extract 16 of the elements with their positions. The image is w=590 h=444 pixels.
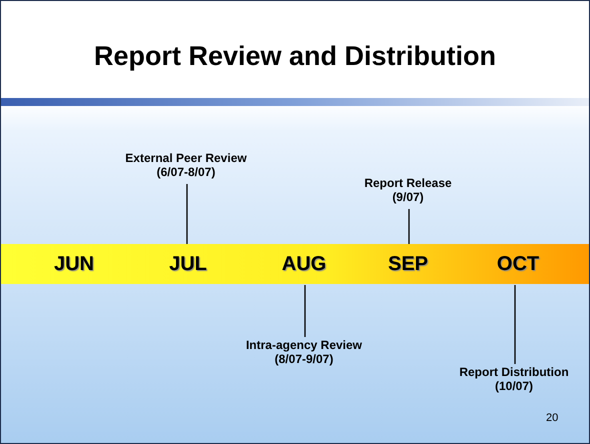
event-label: External Peer Review (6/07-8/07) <box>116 151 256 179</box>
event-label: Intra-agency Review (8/07-9/07) <box>239 338 369 366</box>
month-label: AUG <box>282 253 326 276</box>
leader-line <box>304 285 306 337</box>
timeline-band <box>1 244 589 284</box>
event-label: Report Distribution (10/07) <box>444 365 584 393</box>
leader-line <box>186 184 188 245</box>
slide-title: Report Review and Distribution <box>92 41 498 72</box>
month-label: JUN <box>54 253 94 276</box>
leader-line <box>408 209 410 245</box>
month-label: OCT <box>496 253 540 276</box>
month-label: JUL <box>169 253 207 276</box>
page-number: 20 <box>546 412 558 424</box>
leader-line <box>514 285 516 364</box>
event-label: Report Release (9/07) <box>358 176 458 204</box>
month-label: SEP <box>388 253 428 276</box>
